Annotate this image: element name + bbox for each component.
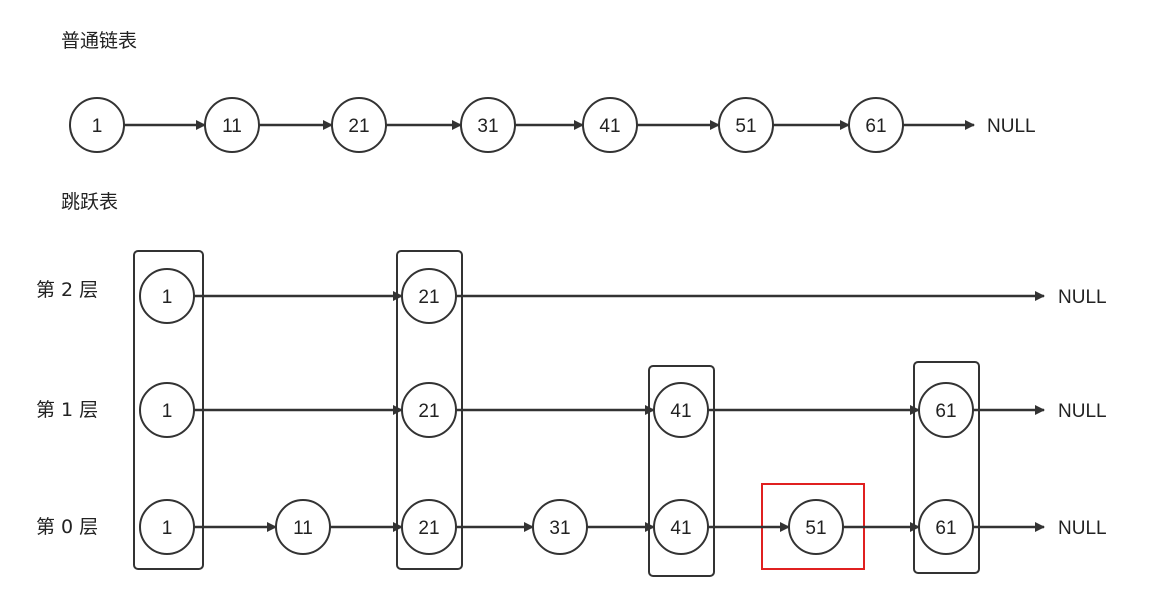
node-circle [204, 97, 260, 153]
skip-level-0-node-61: 61 [918, 499, 974, 555]
node-circle [401, 382, 457, 438]
level-0-label: 第 0 层 [36, 516, 98, 538]
node-value: 1 [92, 116, 103, 137]
level-2-label: 第 2 层 [36, 279, 98, 301]
linked-list-title: 普通链表 [61, 30, 137, 52]
skip-level-0-node-11: 11 [275, 499, 331, 555]
node-circle [788, 499, 844, 555]
node-circle [69, 97, 125, 153]
node-circle [401, 268, 457, 324]
node-circle [139, 382, 195, 438]
edges [124, 120, 1045, 532]
node-value: 31 [477, 116, 498, 137]
level-1-label: 第 1 层 [36, 399, 98, 421]
node-value: 41 [670, 401, 691, 422]
skip-level-1-null: NULL [1058, 401, 1107, 422]
node-value: 41 [599, 116, 620, 137]
linked-list-node-1: 1 [69, 97, 125, 153]
node-circle [331, 97, 387, 153]
node-circle [848, 97, 904, 153]
skip-level-0-node-1: 1 [139, 499, 195, 555]
node-value: 11 [222, 116, 242, 137]
node-circle [653, 382, 709, 438]
skip-level-2-null: NULL [1058, 287, 1107, 308]
node-value: 21 [418, 287, 439, 308]
tower-box-41 [648, 365, 715, 577]
node-value: 11 [293, 518, 313, 539]
node-value: 1 [162, 287, 173, 308]
node-value: 51 [735, 116, 756, 137]
node-value: 61 [935, 518, 956, 539]
node-circle [582, 97, 638, 153]
node-value: 61 [865, 116, 886, 137]
node-circle [653, 499, 709, 555]
linked-list-node-61: 61 [848, 97, 904, 153]
linked-list-node-41: 41 [582, 97, 638, 153]
node-value: 21 [348, 116, 369, 137]
node-value: 1 [162, 518, 173, 539]
skip-level-2-node-1: 1 [139, 268, 195, 324]
node-circle [718, 97, 774, 153]
linked-list-node-51: 51 [718, 97, 774, 153]
linked-list-node-21: 21 [331, 97, 387, 153]
node-value: 31 [549, 518, 570, 539]
skip-level-1-node-1: 1 [139, 382, 195, 438]
skip-level-0-node-21: 21 [401, 499, 457, 555]
node-circle [139, 499, 195, 555]
node-circle [139, 268, 195, 324]
node-circle [532, 499, 588, 555]
node-value: 51 [805, 518, 826, 539]
linked-list-null: NULL [987, 116, 1036, 137]
skip-level-1-node-61: 61 [918, 382, 974, 438]
skip-level-1-node-21: 21 [401, 382, 457, 438]
node-value: 21 [418, 401, 439, 422]
node-circle [275, 499, 331, 555]
tower-box-61 [913, 361, 980, 574]
skip-list-title: 跳跃表 [61, 191, 118, 213]
node-value: 41 [670, 518, 691, 539]
skip-level-0-node-41: 41 [653, 499, 709, 555]
node-value: 61 [935, 401, 956, 422]
skip-level-0-null: NULL [1058, 518, 1107, 539]
linked-list-node-11: 11 [204, 97, 260, 153]
skip-level-1-node-41: 41 [653, 382, 709, 438]
linked-list-node-31: 31 [460, 97, 516, 153]
node-circle [918, 499, 974, 555]
node-value: 1 [162, 401, 173, 422]
node-circle [460, 97, 516, 153]
skip-level-0-node-51: 51 [788, 499, 844, 555]
skip-level-0-node-31: 31 [532, 499, 588, 555]
node-value: 21 [418, 518, 439, 539]
node-circle [918, 382, 974, 438]
node-circle [401, 499, 457, 555]
skip-level-2-node-21: 21 [401, 268, 457, 324]
